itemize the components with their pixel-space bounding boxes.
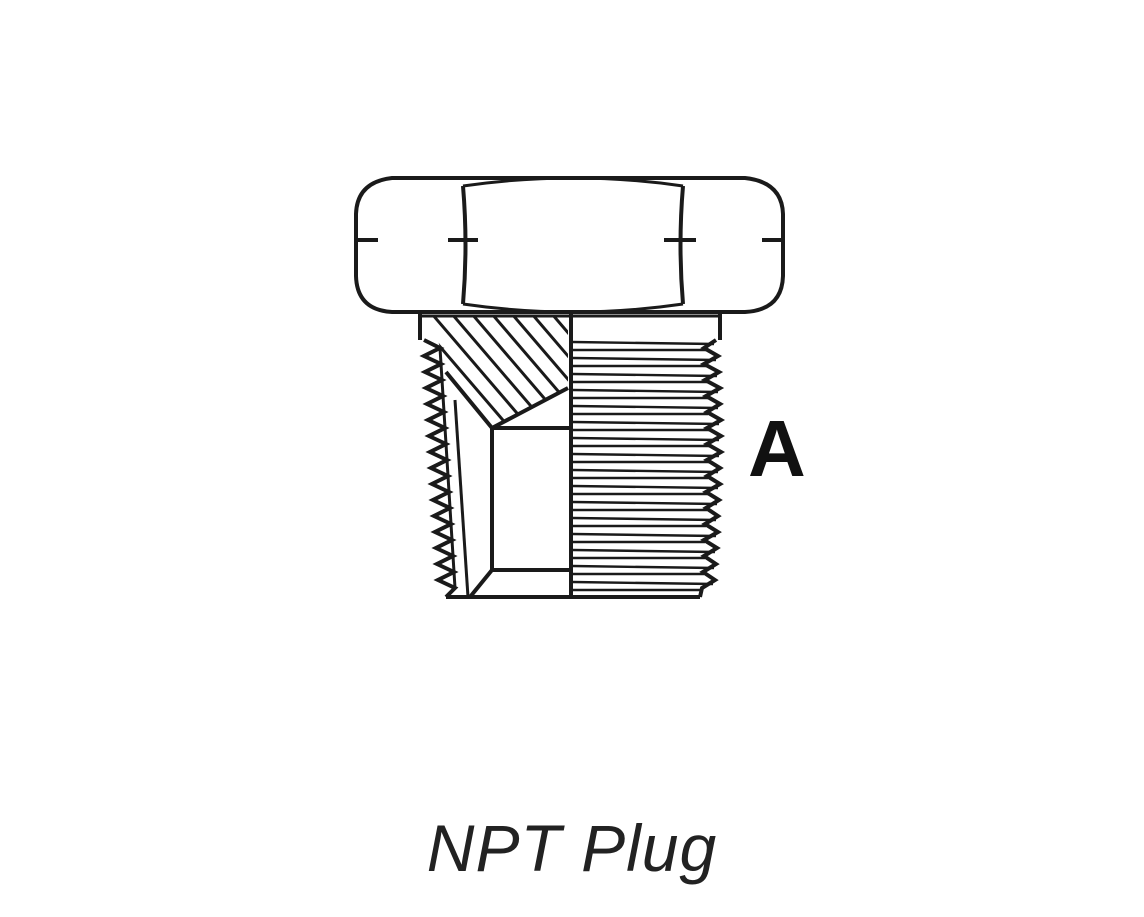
socket-outline [444,370,571,599]
left-thread-profile [419,338,459,599]
socket-chamfer [468,568,494,599]
threaded-shank [418,312,722,599]
right-thread-profile [698,338,726,598]
diagram-caption: NPT Plug [426,811,718,885]
hex-flat-right [678,185,685,305]
wall-inner [453,399,470,598]
hex-head [354,176,785,314]
dimension-label-a: A [748,404,806,493]
hex-bottom-edge [462,302,684,314]
hex-top-edge [462,176,684,188]
hex-head-outline [354,176,785,314]
hex-flat-left [461,185,468,305]
left-thread-root [438,347,457,589]
thread-lines [572,340,720,592]
